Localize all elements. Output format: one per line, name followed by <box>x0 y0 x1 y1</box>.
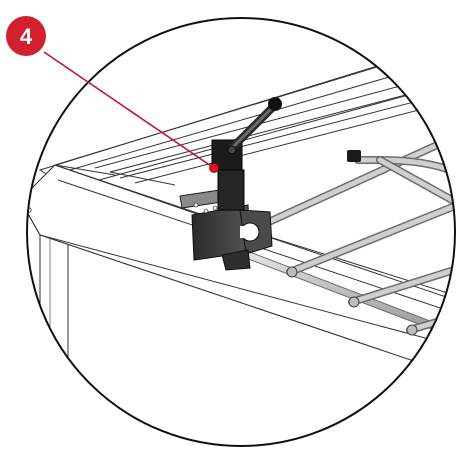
detail-circle-outline <box>26 17 456 447</box>
tube-end-cap <box>347 150 361 162</box>
step-badge: 4 <box>6 16 46 56</box>
lever-handle <box>211 97 282 211</box>
rail-tubes <box>236 126 455 344</box>
leader-line <box>43 51 219 173</box>
clamp-bracket <box>179 189 273 271</box>
step-number: 4 <box>20 24 33 49</box>
leader-dot <box>209 163 219 173</box>
